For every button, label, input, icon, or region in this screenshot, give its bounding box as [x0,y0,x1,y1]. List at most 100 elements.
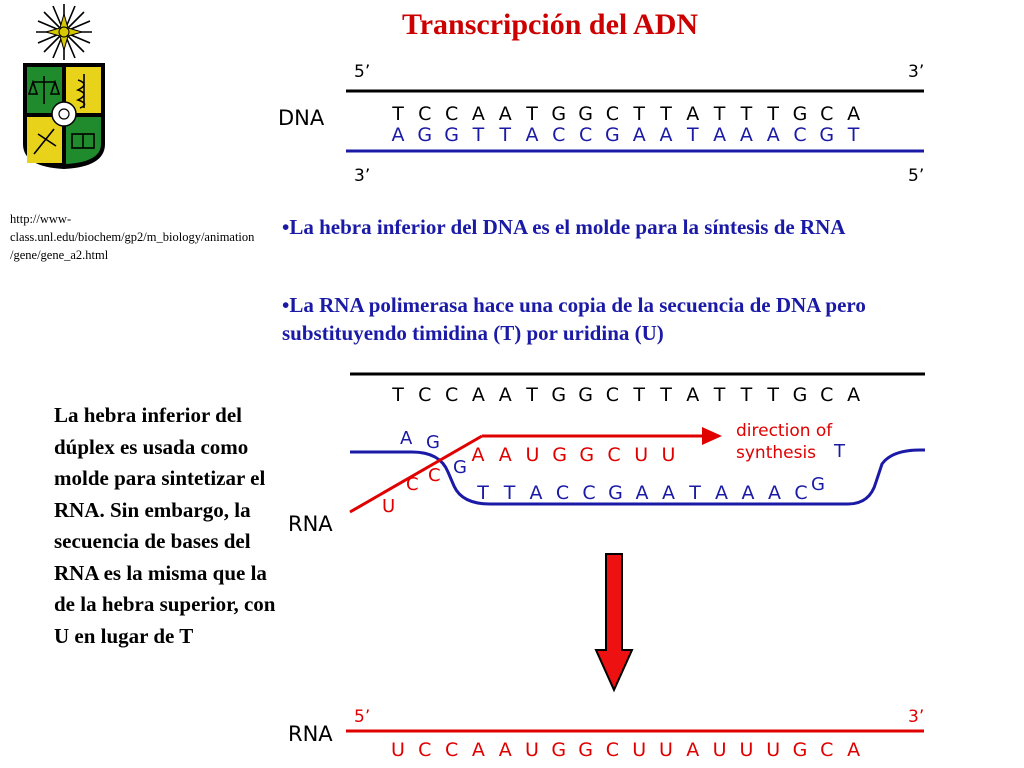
final-rna-base: U [739,739,753,761]
dna-top-base: A [499,103,512,125]
dna-bottom-base: A [660,124,673,146]
coding-base: A [472,384,485,406]
rna-u: U [382,496,395,517]
bottom-5prime-label: 5’ [908,166,924,186]
final-rna-base: G [793,739,808,761]
dna-bottom-base: A [713,124,726,146]
template-base: C [556,482,569,504]
final-rna-base: A [847,739,860,761]
dna-top-base: A [472,103,485,125]
coding-base: G [551,384,566,406]
dna-top-base: G [551,103,566,125]
dna-bottom-base: T [686,124,699,146]
coding-base: C [606,384,619,406]
final-rna-base: G [551,739,566,761]
template-base: A [742,482,755,504]
top-3prime-label: 3’ [908,62,924,82]
template-base: C [794,482,807,504]
dna-bottom-base: A [526,124,539,146]
dna-label: DNA [278,106,325,130]
final-rna-base: U [391,739,405,761]
top-5prime-label: 5’ [354,62,370,82]
template-base: A [768,482,781,504]
final-rna-base: A [686,739,699,761]
dna-bottom-base: C [552,124,565,146]
rna-strand-diagonal [349,434,483,514]
dna-top-base: C [820,103,833,125]
rna-base: G [579,444,594,466]
template-base: T [503,482,516,504]
coding-base: G [793,384,808,406]
template-base: A [715,482,728,504]
bullet-rna-polymerase: •La RNA polimerasa hace una copia de la … [282,293,866,345]
right-g-letter: G [811,474,825,495]
template-strand [350,448,925,506]
dna-top-base: G [578,103,593,125]
final-rna-base: C [820,739,833,761]
rna-base: A [499,444,512,466]
rna-base: U [525,444,539,466]
dna-top-base: C [445,103,458,125]
dna-bottom-base: G [444,124,459,146]
right-t-letter: T [833,441,846,462]
final-rna-base: A [499,739,512,761]
dna-bottom-base: T [472,124,485,146]
coding-base: A [499,384,512,406]
left-template-g: G [453,457,467,478]
final-rna-base: C [418,739,431,761]
dna-bottom-base: G [819,124,834,146]
rna-base: U [661,444,675,466]
page-title: Transcripción del ADN [401,8,699,41]
rna-base: U [634,444,648,466]
left-blue-g: G [426,432,440,453]
template-base: A [662,482,675,504]
bottom-3prime-label: 3’ [354,166,370,186]
dna-bottom-base: A [767,124,780,146]
dna-top-base: T [391,103,404,125]
rna-5prime-label: 5’ [354,707,370,727]
coding-base: A [686,384,699,406]
final-rna-base: C [606,739,619,761]
dna-top-base: A [686,103,699,125]
rna-3prime-label: 3’ [908,707,924,727]
rna-base: C [607,444,620,466]
coding-base: T [659,384,672,406]
template-base: T [476,482,489,504]
coding-base: T [713,384,726,406]
coding-base: T [391,384,404,406]
dna-top-base: T [525,103,538,125]
final-rna-base: U [659,739,673,761]
url-line-3: /gene/gene_a2.html [10,248,109,262]
rna-c2: C [428,465,441,486]
rna-c1: C [406,474,419,495]
dna-top-base: C [418,103,431,125]
dna-top-base: G [793,103,808,125]
final-rna-base: A [472,739,485,761]
dna-top-base: T [766,103,779,125]
template-base: T [688,482,701,504]
final-rna-base: U [766,739,780,761]
shield [23,63,105,170]
dna-bottom-base: C [579,124,592,146]
dna-top-base: T [713,103,726,125]
source-url: http://www- class.unl.edu/biochem/gp2/m_… [10,210,254,264]
final-rna-base: U [713,739,727,761]
dna-top-base: T [740,103,753,125]
coding-base: T [766,384,779,406]
dna-bottom-base: T [847,124,860,146]
final-rna-label: RNA [288,722,333,746]
template-base: C [582,482,595,504]
final-rna-base: G [578,739,593,761]
coding-base: T [740,384,753,406]
coding-base: T [525,384,538,406]
direction-label-line-1: direction of [736,421,833,441]
